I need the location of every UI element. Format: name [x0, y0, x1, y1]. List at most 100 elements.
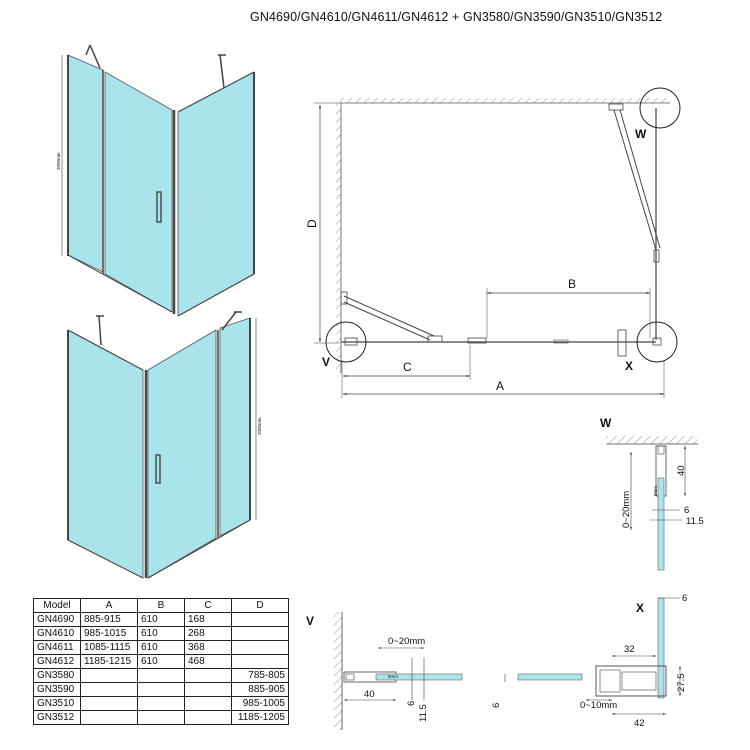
table-row: GN3512 1185-1205 [33, 710, 289, 725]
lower-side-glass [67, 329, 144, 579]
lower-door-handle [155, 454, 161, 484]
detail-v-mark: 8mm [388, 674, 398, 679]
cell-c: 368 [184, 640, 232, 655]
header-d: D [231, 598, 289, 613]
cell-model: GN3512 [33, 710, 81, 725]
cell-b [137, 710, 185, 725]
header-a: A [80, 598, 138, 613]
cell-d: 1185-1205 [231, 710, 289, 725]
cell-a: 985-1015 [80, 626, 138, 641]
detail-v-dim-6: 6 [406, 701, 417, 706]
detail-w-dim-6: 6 [684, 505, 689, 516]
cell-a [80, 710, 138, 725]
table-row: GN4610 985-1015 610 268 [33, 626, 289, 641]
cell-b: 610 [137, 654, 185, 669]
cell-c: 268 [184, 626, 232, 641]
cell-model: GN3590 [33, 682, 81, 697]
detail-x: X 6 32 27.5 0~10mm 42 [580, 593, 687, 729]
upper-door-glass [104, 71, 173, 313]
cell-model: GN4611 [33, 640, 81, 655]
detail-circle-w [639, 87, 681, 129]
lower-elevation: 2000mm [67, 311, 262, 579]
detail-v-glass [375, 673, 463, 681]
cell-d: 985-1005 [231, 696, 289, 711]
cell-a [80, 668, 138, 683]
upper-left-glass [67, 54, 104, 273]
detail-x-dim-6: 6 [682, 593, 687, 604]
cell-model: GN4612 [33, 654, 81, 669]
table-row: GN3510 985-1005 [33, 696, 289, 711]
cell-a [80, 696, 138, 711]
detail-v-dim-40: 40 [364, 689, 375, 700]
table-row: GN3580 785-805 [33, 668, 289, 683]
cell-d [231, 640, 289, 655]
plan-label-w: W [635, 127, 647, 141]
cell-model: GN3580 [33, 668, 81, 683]
upper-height-dim: 2000mm [56, 152, 61, 170]
table-row: GN4611 1085-1115 610 368 [33, 640, 289, 655]
upper-side-glass [177, 71, 255, 317]
cell-model: GN4610 [33, 626, 81, 641]
detail-v-dim-range: 0~20mm [388, 636, 425, 647]
table-header-row: Model A B C D [33, 598, 289, 613]
plan-view: D V W X B C [305, 87, 681, 398]
cell-d: 785-805 [231, 668, 289, 683]
cell-c [184, 710, 232, 725]
cell-d [231, 626, 289, 641]
cell-c: 468 [184, 654, 232, 669]
plan-label-v: V [322, 355, 330, 369]
detail-w-dim-40: 40 [676, 465, 687, 476]
detail-v: V 8mm 0~20mm 40 6 11.5 [306, 612, 463, 730]
cell-d [231, 654, 289, 669]
upper-elevation: 2000mm [56, 44, 255, 317]
cell-b: 610 [137, 626, 185, 641]
cell-b [137, 682, 185, 697]
lower-door-glass [147, 329, 217, 579]
detail-x-dim-42: 42 [634, 718, 645, 729]
detail-w: W 8mm 40 0~20mm 6 11.5 [600, 416, 704, 571]
detail-w-title: W [600, 416, 612, 430]
cell-a [80, 682, 138, 697]
detail-w-glass [657, 477, 665, 571]
cell-c [184, 696, 232, 711]
detail-x-dim-27-5: 27.5 [676, 674, 687, 693]
detail-v-title: V [306, 614, 314, 628]
plan-label-x: X [625, 359, 633, 373]
table-row: GN4690 885-915 610 168 [33, 612, 289, 627]
detail-circle-x [636, 321, 678, 363]
drawing-title: GN4690/GN4610/GN4611/GN4612 + GN3580/GN3… [250, 10, 663, 24]
cell-a: 885-915 [80, 612, 138, 627]
header-b: B [137, 598, 185, 613]
detail-x-title: X [636, 601, 644, 615]
cell-c [184, 668, 232, 683]
plan-label-c: C [403, 360, 412, 374]
cell-b [137, 696, 185, 711]
table-row: GN4612 1185-1215 610 468 [33, 654, 289, 669]
detail-x-dim-range: 0~10mm [580, 700, 617, 711]
cell-a: 1185-1215 [80, 654, 138, 669]
header-c: C [184, 598, 232, 613]
header-model: Model [33, 598, 81, 613]
cell-a: 1085-1115 [80, 640, 138, 655]
cell-b [137, 668, 185, 683]
cell-b: 610 [137, 612, 185, 627]
plan-label-b: B [568, 277, 576, 291]
detail-circle-v [325, 321, 367, 363]
detail-x-glass [657, 597, 665, 699]
cell-model: GN4690 [33, 612, 81, 627]
detail-v-dim-11-5: 11.5 [418, 704, 429, 722]
detail-w-dim-range: 0~20mm [621, 491, 632, 528]
detail-w-dim-11-5: 11.5 [686, 516, 704, 527]
cell-d: 885-905 [231, 682, 289, 697]
plan-label-a: A [496, 379, 504, 393]
plan-label-d: D [305, 219, 319, 228]
cell-d [231, 612, 289, 627]
detail-end-dim-6: 6 [491, 703, 502, 708]
cell-c [184, 682, 232, 697]
table-row: GN3590 885-905 [33, 682, 289, 697]
detail-w-mark: 8mm [653, 486, 658, 496]
cell-model: GN3510 [33, 696, 81, 711]
cell-b: 610 [137, 640, 185, 655]
spec-table: Model A B C D GN4690 885-915 610 168 GN4… [33, 598, 289, 725]
